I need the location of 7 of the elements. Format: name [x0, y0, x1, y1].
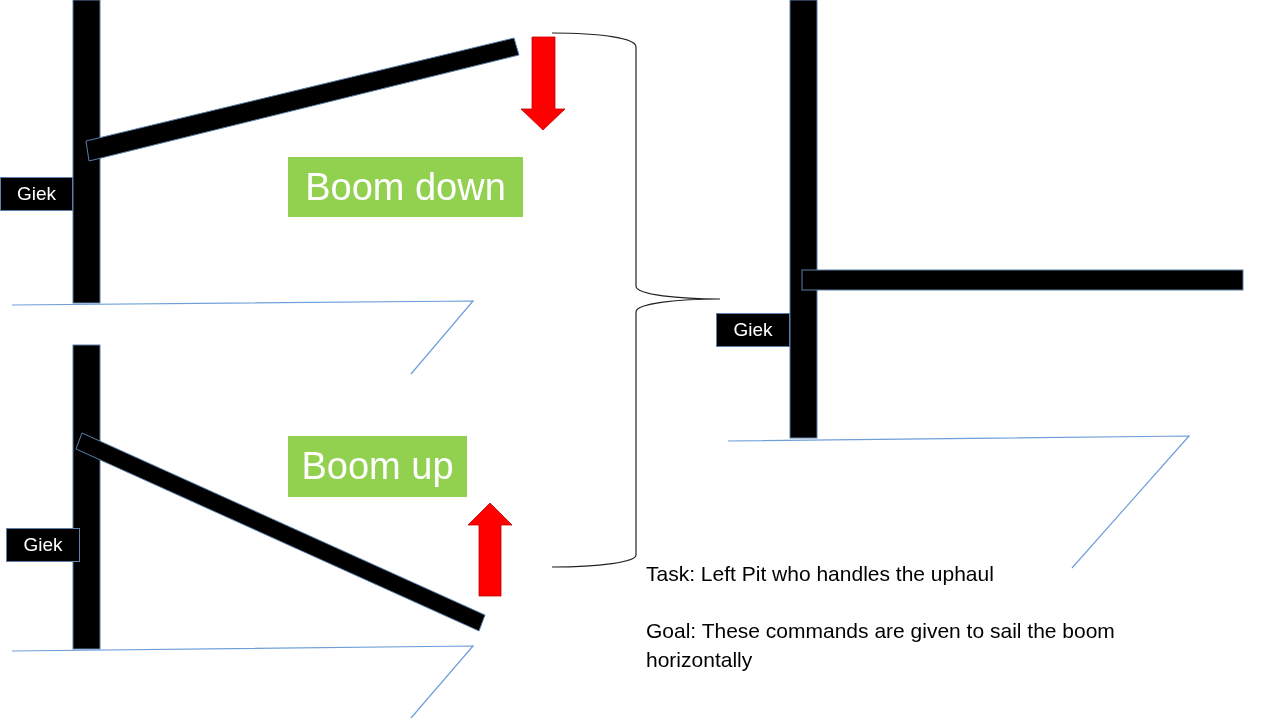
note-text: Task: Left Pit who handles the uphaul: [646, 561, 995, 587]
note-text: Goal: These commands are given to sail the boom horizontally: [646, 618, 1116, 673]
command-label: Boom down: [288, 157, 523, 217]
command-label: Boom up: [288, 436, 467, 497]
name-tag: Giek: [0, 177, 73, 211]
name-tag: Giek: [6, 528, 80, 562]
name-tag: Giek: [716, 313, 790, 347]
